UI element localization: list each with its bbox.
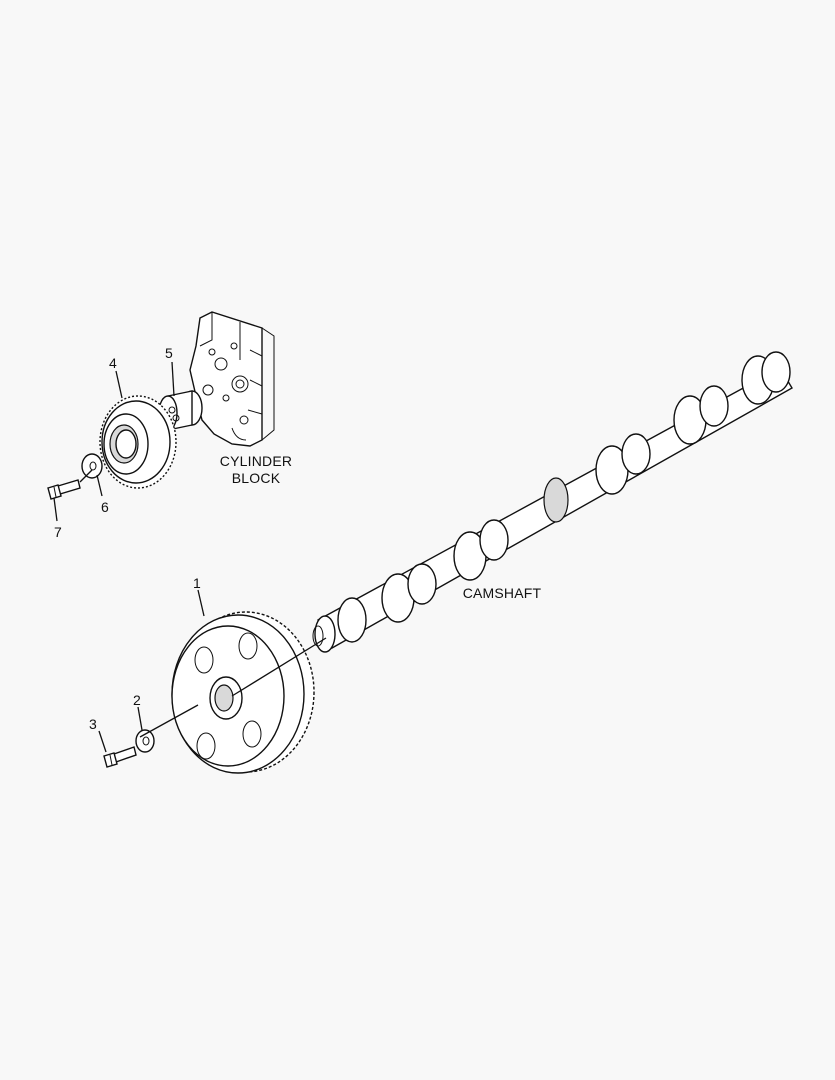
camshaft-caption: CAMSHAFT bbox=[463, 585, 542, 601]
callout-3: 3 bbox=[89, 716, 97, 732]
leader-7 bbox=[53, 497, 58, 522]
lower-bolt-part bbox=[103, 746, 137, 768]
gear-to-camshaft-axis-line bbox=[231, 637, 327, 697]
leader-3 bbox=[98, 730, 107, 753]
callout-2: 2 bbox=[133, 692, 141, 708]
camshaft-illustration bbox=[312, 351, 793, 653]
camshaft-gear-part bbox=[171, 611, 315, 774]
leader-4 bbox=[115, 370, 123, 399]
cylinder-block-caption-line2: BLOCK bbox=[232, 470, 281, 486]
callout-1: 1 bbox=[193, 575, 201, 591]
upper-washer-part bbox=[81, 453, 103, 479]
callout-5: 5 bbox=[165, 345, 173, 361]
callout-4: 4 bbox=[109, 355, 117, 371]
leader-1 bbox=[197, 589, 205, 617]
cylinder-block-caption-line1: CYLINDER bbox=[220, 453, 292, 469]
assembly-lines bbox=[53, 361, 327, 753]
lower-washer-part bbox=[135, 729, 155, 753]
upper-bolt-axis-line bbox=[79, 469, 93, 483]
leader-2 bbox=[137, 706, 143, 731]
cylinder-block-illustration bbox=[189, 311, 275, 447]
callout-6: 6 bbox=[101, 499, 109, 515]
callout-7: 7 bbox=[54, 524, 62, 540]
leader-6 bbox=[96, 474, 103, 497]
idler-gear-part bbox=[99, 395, 177, 489]
bolt-to-gear-axis-line bbox=[139, 704, 199, 738]
upper-bolt-part bbox=[47, 479, 81, 500]
leader-5 bbox=[171, 361, 175, 397]
